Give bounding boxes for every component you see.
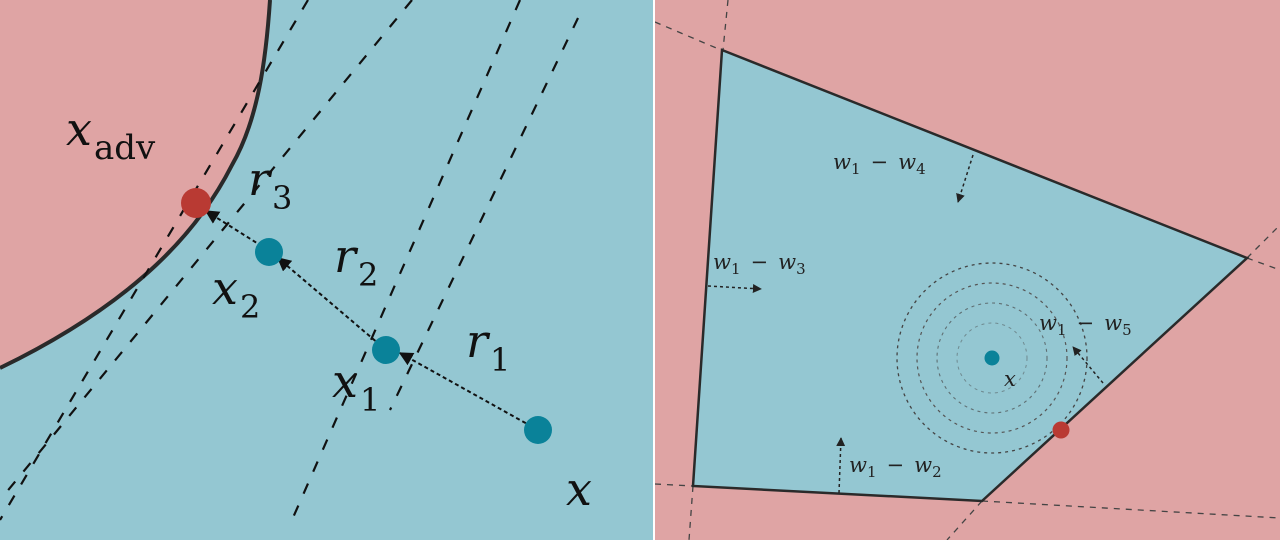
point-x xyxy=(524,416,552,444)
label-x-adv: xadv xyxy=(66,102,156,168)
point-adversarial xyxy=(1052,421,1070,439)
label-x1: x1 xyxy=(332,354,380,419)
contour-4 xyxy=(896,262,1088,454)
point-x1 xyxy=(372,336,400,364)
extended-boundary-top-vertical xyxy=(722,0,729,51)
label-r3: r3 xyxy=(248,152,292,217)
contour-1 xyxy=(956,322,1028,394)
label-w1-w3: w1−w3 xyxy=(713,250,806,278)
label-w1-w2: w1−w2 xyxy=(849,453,942,481)
extended-boundary-right xyxy=(1246,257,1280,271)
contour-3 xyxy=(916,282,1068,434)
label-x2: x2 xyxy=(212,261,260,326)
extended-boundary-right-top xyxy=(1246,224,1280,259)
linearized-boundary-1 xyxy=(0,0,309,521)
contour-2 xyxy=(936,302,1048,414)
point-x2 xyxy=(255,238,283,266)
label-w1-w5: w1−w5 xyxy=(1039,311,1132,339)
normal-arrow-w1-w5 xyxy=(1072,346,1104,384)
extended-boundary-left-vertical xyxy=(688,485,694,540)
deepfool-iteration-diagram: xadv r3 x2 r2 x1 r1 x xyxy=(0,0,653,540)
label-x: x xyxy=(1004,367,1016,391)
label-x: x xyxy=(566,462,592,516)
normal-arrow-w1-w3 xyxy=(707,284,762,294)
step-arrow-r3 xyxy=(204,210,269,251)
point-x xyxy=(984,350,1000,366)
linearized-boundary-4 xyxy=(389,17,579,411)
step-arrow-r2 xyxy=(276,257,387,351)
label-r2: r2 xyxy=(334,229,378,294)
adversarial-class-region xyxy=(0,0,270,368)
extended-boundary-bottom-right xyxy=(981,500,1280,519)
label-r1: r1 xyxy=(466,314,510,379)
multiclass-polyhedron-diagram: w1−w4 w1−w3 w1−w5 w1−w2 x xyxy=(655,0,1280,540)
label-w1-w4: w1−w4 xyxy=(833,150,926,178)
decision-boundary xyxy=(0,0,272,370)
class-1-polyhedron xyxy=(691,48,1250,503)
normal-arrow-w1-w4 xyxy=(956,154,974,203)
extended-boundary-bottom-diag xyxy=(946,500,983,540)
point-x-adv xyxy=(181,188,211,218)
step-arrow-r1 xyxy=(398,352,539,431)
